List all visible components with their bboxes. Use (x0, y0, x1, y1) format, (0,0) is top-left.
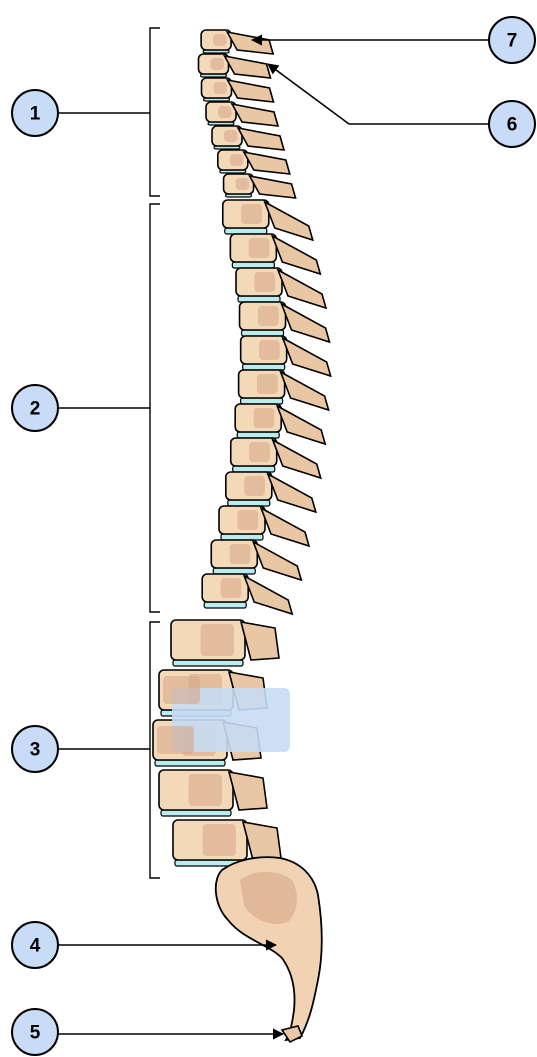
callout-7-label: 7 (507, 31, 518, 52)
spinous-process (225, 56, 271, 78)
callout-3: 3 (12, 726, 58, 772)
spinous-process (241, 622, 279, 660)
vertebral-body-shading (249, 238, 270, 258)
intervertebral-disc (204, 602, 246, 608)
callout-5: 5 (12, 1009, 58, 1055)
vertebral-body-shading (244, 476, 265, 496)
vertebral-body-shading (237, 510, 258, 530)
lumbar-body-shading (163, 676, 200, 704)
spinous-process (227, 32, 273, 54)
vertebral-body-shading (254, 272, 275, 292)
vertebral-body-shading (218, 106, 232, 118)
spinous-process (282, 304, 330, 342)
spinous-process (232, 104, 278, 126)
vertebral-body-shading (258, 306, 279, 326)
intervertebral-disc (161, 810, 231, 816)
vertebral-body-shading (249, 442, 270, 462)
intervertebral-disc (238, 296, 280, 302)
vertebral-body-shading (230, 154, 244, 166)
spinous-process (238, 128, 284, 150)
intervertebral-disc (237, 432, 279, 438)
spinous-process (273, 440, 321, 478)
vertebral-column (153, 30, 331, 866)
spinous-process (278, 270, 326, 308)
intervertebral-disc (228, 500, 270, 506)
intervertebral-disc (155, 760, 225, 766)
spinous-process (243, 822, 281, 860)
callout-5-label: 5 (30, 1023, 41, 1044)
spinous-process (253, 542, 301, 580)
callout-1: 1 (12, 90, 58, 136)
vertebral-body-shading (203, 824, 236, 856)
bracket-cervical (150, 28, 160, 196)
callout-7: 7 (489, 17, 535, 63)
leader-6 (268, 64, 488, 124)
vertebral-body-shading (254, 408, 275, 428)
callout-4-label: 4 (30, 936, 41, 957)
vertebral-body-shading (257, 374, 278, 394)
intervertebral-disc (221, 534, 263, 540)
callout-4: 4 (12, 922, 58, 968)
intervertebral-disc (225, 228, 267, 234)
vertebral-body-shading (221, 578, 242, 598)
lumbar-body-shading (157, 726, 194, 754)
spinous-process (244, 576, 292, 614)
spinous-process (281, 372, 329, 410)
intervertebral-disc (213, 568, 255, 574)
intervertebral-disc (242, 330, 284, 336)
spinous-process (261, 508, 309, 546)
coccyx-tip (282, 1026, 302, 1042)
intervertebral-disc (232, 262, 274, 268)
callout-6: 6 (489, 101, 535, 147)
vertebral-body-shading (214, 82, 228, 94)
callout-1-label: 1 (30, 104, 41, 125)
vertebral-body-shading (211, 58, 225, 70)
spinous-process (268, 474, 316, 512)
intervertebral-disc (243, 364, 285, 370)
vertebral-body-shading (236, 178, 250, 190)
intervertebral-disc (241, 398, 283, 404)
spinous-process (250, 176, 296, 198)
bracket-thoracic (150, 204, 160, 612)
vertebral-body-shading (241, 204, 262, 224)
vertebral-body-shading (201, 624, 234, 656)
callout-2-label: 2 (30, 399, 41, 420)
spinous-process (229, 772, 267, 810)
vertebral-body-shading (259, 340, 280, 360)
vertebral-body-shading (230, 544, 251, 564)
vertebral-body-shading (213, 34, 227, 46)
vertebral-body-shading (224, 130, 238, 142)
callout-6-label: 6 (507, 115, 518, 136)
spinous-process (283, 338, 331, 376)
intervertebral-disc (233, 466, 275, 472)
vertebral-body-shading (189, 774, 222, 806)
callout-3-label: 3 (30, 740, 41, 761)
intervertebral-disc (173, 660, 243, 666)
spinous-process (228, 80, 274, 102)
spinous-process (244, 152, 290, 174)
callout-2: 2 (12, 385, 58, 431)
spinous-process (277, 406, 325, 444)
